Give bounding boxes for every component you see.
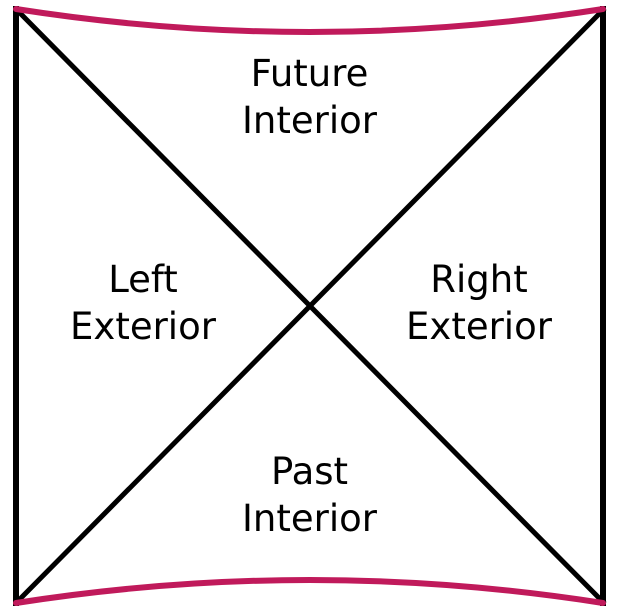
region-label-line: Left [108,258,178,301]
past-singularity-curve [13,577,606,606]
region-label-line: Exterior [406,305,552,349]
region-label-line: Past [270,450,349,493]
future-singularity-curve [13,6,606,35]
horizon-diagonal-swne [13,6,607,606]
region-label-left-exterior: Left Exterior [14,256,272,351]
region-label-line: Interior [242,497,377,541]
region-label-line: Future [250,52,369,95]
region-label-line: Interior [242,99,377,143]
region-label-future-interior: Future Interior [0,50,619,145]
region-label-line: Exterior [70,305,216,349]
region-label-past-interior: Past Interior [0,448,619,543]
region-label-line: Right [430,258,528,301]
region-label-right-exterior: Right Exterior [350,256,608,351]
